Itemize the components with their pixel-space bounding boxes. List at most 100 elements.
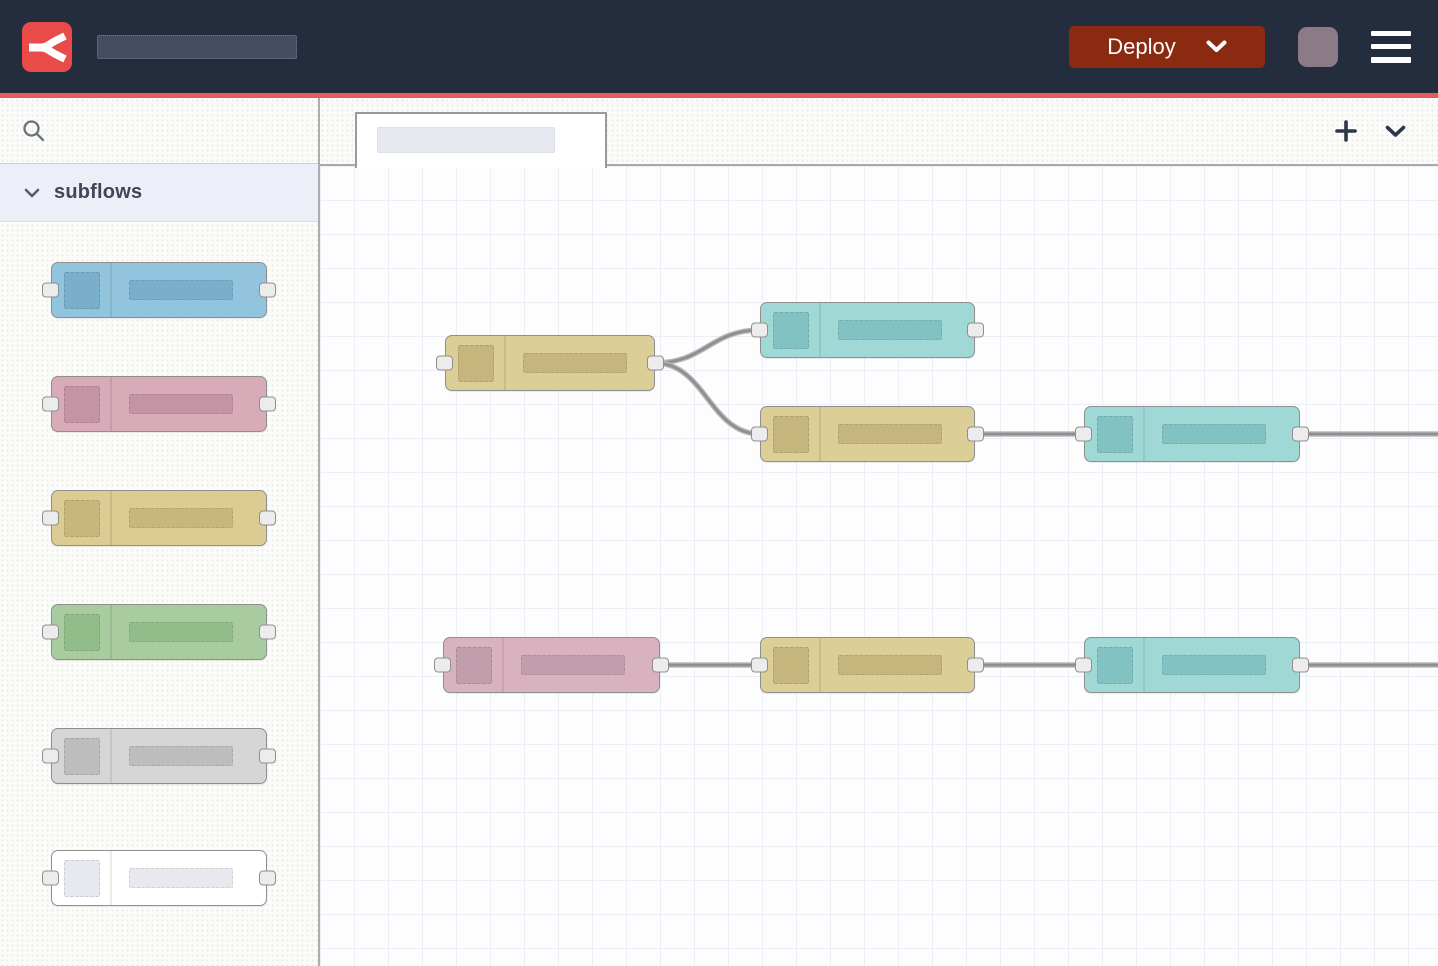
wire-layer: [654, 327, 1438, 668]
node-label-placeholder: [838, 655, 942, 675]
port-out[interactable]: [1292, 657, 1309, 673]
node-icon: [773, 312, 809, 349]
project-title-placeholder: [97, 34, 297, 59]
palette-node-list: [0, 222, 318, 966]
workspace: [320, 98, 1438, 966]
port-out[interactable]: [259, 624, 276, 640]
flow-node-pink[interactable]: [434, 637, 669, 693]
add-flow-button[interactable]: [1333, 118, 1359, 144]
node-icon-divider: [110, 729, 112, 783]
user-avatar[interactable]: [1298, 26, 1338, 67]
port-out[interactable]: [652, 657, 669, 673]
port-in[interactable]: [42, 748, 59, 764]
node-icon: [773, 647, 809, 684]
header-actions: Deploy: [1069, 25, 1438, 68]
port-in[interactable]: [42, 624, 59, 640]
port-out[interactable]: [259, 396, 276, 412]
flow-tabbar: [320, 98, 1438, 168]
palette-node-pink[interactable]: [42, 376, 276, 432]
node-icon-divider: [110, 377, 112, 431]
node-icon: [64, 614, 100, 651]
deploy-button-label: Deploy: [1107, 33, 1176, 59]
palette-sidebar: subflows: [0, 98, 320, 966]
hamburger-icon: [1371, 30, 1411, 36]
flow-canvas[interactable]: [320, 166, 1438, 966]
port-in[interactable]: [751, 657, 768, 673]
app-logo[interactable]: [22, 21, 72, 72]
port-out[interactable]: [259, 870, 276, 886]
node-icon: [1097, 416, 1133, 453]
chevron-down-icon: [24, 188, 40, 197]
port-out[interactable]: [967, 322, 984, 338]
port-out[interactable]: [967, 657, 984, 673]
node-icon: [64, 738, 100, 775]
palette-node-gray[interactable]: [42, 728, 276, 784]
node-icon: [773, 416, 809, 453]
port-in[interactable]: [42, 396, 59, 412]
wire[interactable]: [654, 361, 761, 436]
node-label-placeholder: [521, 655, 625, 675]
node-icon-divider: [819, 303, 821, 357]
port-in[interactable]: [751, 426, 768, 442]
node-icon-divider: [110, 263, 112, 317]
port-in[interactable]: [434, 657, 451, 673]
port-out[interactable]: [967, 426, 984, 442]
palette-node-blue[interactable]: [42, 262, 276, 318]
node-icon-divider: [1143, 638, 1145, 692]
port-out[interactable]: [259, 748, 276, 764]
node-label-placeholder: [1162, 424, 1266, 444]
main-menu-button[interactable]: [1371, 30, 1411, 63]
node-label-placeholder: [838, 320, 942, 340]
node-icon: [456, 647, 492, 684]
port-in[interactable]: [436, 355, 453, 371]
node-red-logo-icon: [29, 32, 67, 62]
port-out[interactable]: [647, 355, 664, 371]
deploy-chevron-down-icon: [1206, 40, 1227, 52]
port-in[interactable]: [1075, 657, 1092, 673]
header: Deploy: [0, 0, 1438, 93]
flow-node-cyan[interactable]: [1075, 406, 1309, 462]
port-out[interactable]: [259, 510, 276, 526]
chevron-down-icon: [1385, 125, 1406, 137]
flow-node-yellow[interactable]: [436, 335, 664, 391]
port-in[interactable]: [751, 322, 768, 338]
port-out[interactable]: [259, 282, 276, 298]
node-icon: [64, 386, 100, 423]
node-label-placeholder: [129, 394, 233, 414]
palette-node-white[interactable]: [42, 850, 276, 906]
node-icon: [458, 345, 494, 382]
tabbar-actions: [1333, 98, 1408, 164]
node-label-placeholder: [129, 746, 233, 766]
search-icon: [23, 119, 45, 141]
port-out[interactable]: [1292, 426, 1309, 442]
flow-node-yellow[interactable]: [751, 637, 984, 693]
palette-search[interactable]: [0, 98, 318, 164]
flow-tab[interactable]: [355, 112, 607, 168]
node-icon-divider: [819, 407, 821, 461]
node-icon: [1097, 647, 1133, 684]
node-icon-divider: [502, 638, 504, 692]
deploy-button[interactable]: Deploy: [1069, 25, 1265, 68]
wire[interactable]: [654, 328, 761, 365]
node-label-placeholder: [129, 868, 233, 888]
port-in[interactable]: [42, 510, 59, 526]
node-label-placeholder: [129, 622, 233, 642]
node-icon: [64, 860, 100, 897]
flow-node-yellow[interactable]: [751, 406, 984, 462]
port-in[interactable]: [1075, 426, 1092, 442]
node-icon-divider: [110, 605, 112, 659]
node-icon-divider: [504, 336, 506, 390]
flow-node-cyan[interactable]: [751, 302, 984, 358]
palette-category-subflows[interactable]: subflows: [0, 164, 318, 222]
flow-list-button[interactable]: [1383, 123, 1408, 140]
node-icon-divider: [110, 851, 112, 905]
flow-node-cyan[interactable]: [1075, 637, 1309, 693]
port-in[interactable]: [42, 870, 59, 886]
palette-node-yellow[interactable]: [42, 490, 276, 546]
palette-node-green[interactable]: [42, 604, 276, 660]
node-label-placeholder: [129, 280, 233, 300]
node-icon-divider: [819, 638, 821, 692]
node-label-placeholder: [1162, 655, 1266, 675]
port-in[interactable]: [42, 282, 59, 298]
